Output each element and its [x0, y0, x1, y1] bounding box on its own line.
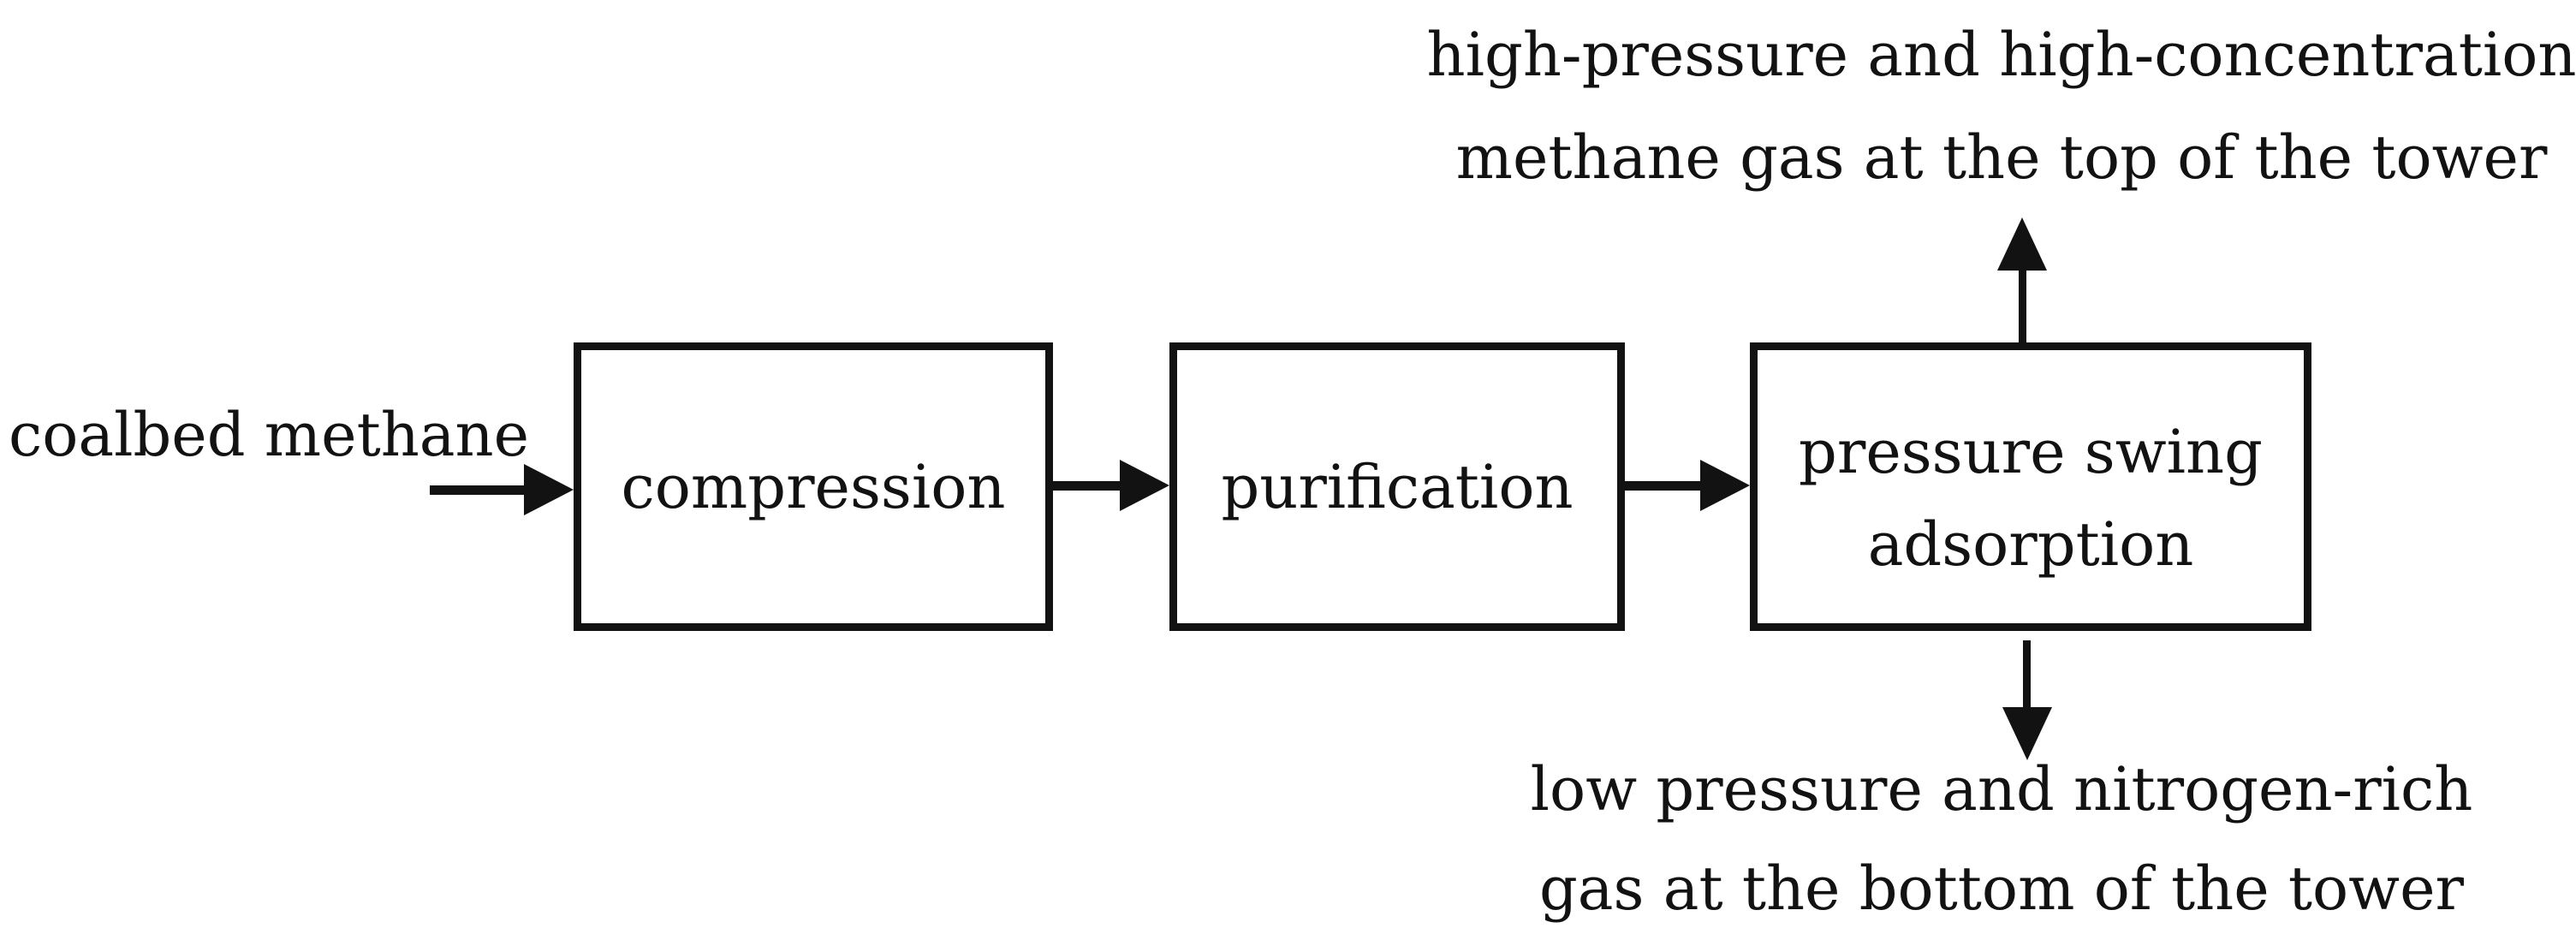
arrow-shaft — [2019, 264, 2026, 342]
arrow-shaft — [2023, 640, 2031, 711]
arrow-shaft — [430, 485, 529, 495]
arrow-up-head-icon — [1997, 217, 2047, 271]
source-label: coalbed methane — [9, 400, 530, 470]
arrow-shaft — [1048, 481, 1125, 491]
process-box-label: compression — [621, 451, 1006, 522]
process-box-pressure-swing-adsorption: pressure swing adsorption — [1750, 342, 2311, 631]
top-output-label: high-pressure and high-concentration met… — [1417, 3, 2576, 209]
arrow-right-head-icon — [524, 464, 574, 515]
bottom-output-line2: gas at the bottom of the tower — [1539, 854, 2464, 924]
process-box-purification: purification — [1169, 342, 1625, 631]
bottom-output-line1: low pressure and nitrogen-rich — [1530, 754, 2473, 824]
arrow-right-head-icon — [1700, 460, 1750, 511]
top-output-line2: methane gas at the top of the tower — [1455, 122, 2548, 193]
arrow-shaft — [1620, 481, 1702, 491]
process-box-label: purification — [1221, 451, 1574, 522]
bottom-output-label: low pressure and nitrogen-rich gas at th… — [1417, 740, 2576, 938]
arrow-right-head-icon — [1120, 460, 1169, 511]
process-box-compression: compression — [574, 342, 1053, 631]
process-box-label-line1: pressure swing — [1799, 416, 2263, 487]
arrow-down-head-icon — [2002, 707, 2052, 760]
process-box-label-line2: adsorption — [1867, 509, 2194, 580]
top-output-line1: high-pressure and high-concentration — [1426, 20, 2576, 90]
